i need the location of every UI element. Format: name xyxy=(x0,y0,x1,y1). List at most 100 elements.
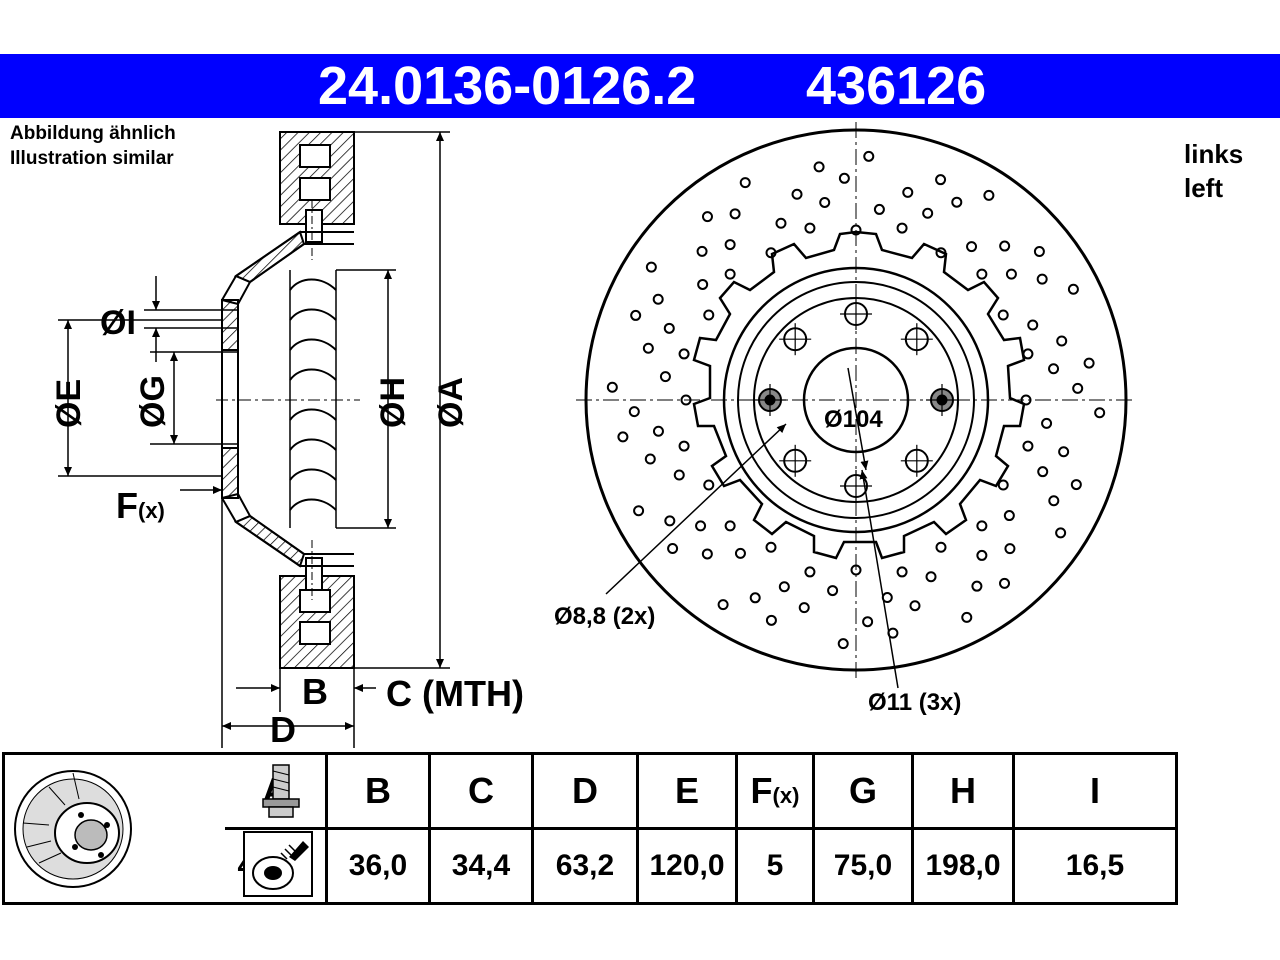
col-header-I: I xyxy=(1012,752,1178,830)
center-bore-label: Ø104 xyxy=(824,406,883,433)
drill-hole xyxy=(652,425,664,437)
front-view xyxy=(576,122,1136,680)
drill-hole xyxy=(644,453,656,465)
drill-hole xyxy=(1037,466,1049,478)
bolt-icon xyxy=(262,764,300,818)
drill-hole xyxy=(1036,273,1048,285)
drill-hole xyxy=(696,245,708,257)
drill-hole xyxy=(667,543,679,555)
technical-drawing: ØI ØE ØG ØH ØA F(x) B C (MTH) D Ø104 Ø8,… xyxy=(50,122,1136,750)
drill-hole xyxy=(673,469,685,481)
drill-hole xyxy=(701,211,713,223)
drill-hole xyxy=(798,602,810,614)
drill-hole xyxy=(729,208,741,220)
drill-hole xyxy=(999,577,1011,589)
large-holes-label: Ø11 (3x) xyxy=(868,689,961,716)
drill-hole xyxy=(633,505,645,517)
drill-hole xyxy=(1041,417,1053,429)
drill-hole xyxy=(724,520,736,532)
drill-hole xyxy=(645,261,657,273)
drill-hole xyxy=(896,222,908,234)
drill-hole xyxy=(961,611,973,623)
drill-hole xyxy=(617,431,629,443)
col-header-H: H xyxy=(911,752,1015,830)
drill-hole xyxy=(850,224,862,236)
drill-hole xyxy=(837,638,849,650)
drill-hole xyxy=(935,541,947,553)
dim-label-B: B xyxy=(302,671,328,712)
drill-hole xyxy=(909,600,921,612)
drill-hole xyxy=(680,394,692,406)
drill-hole xyxy=(734,547,746,559)
col-header-E: E xyxy=(636,752,738,830)
hat-castellation xyxy=(692,230,1026,560)
drill-hole xyxy=(775,217,787,229)
col-value-D: 63,2 xyxy=(531,827,639,905)
col-value-G: 75,0 xyxy=(812,827,914,905)
drill-hole xyxy=(976,520,988,532)
drill-hole xyxy=(678,440,690,452)
drill-hole xyxy=(1004,543,1016,555)
drill-hole xyxy=(1055,527,1067,539)
drill-hole xyxy=(838,172,850,184)
drill-hole xyxy=(642,342,654,354)
drill-hole xyxy=(697,278,709,290)
header-bar: 24.0136-0126.2 436126 xyxy=(0,54,1280,118)
drill-hole xyxy=(935,174,947,186)
drill-hole xyxy=(976,549,988,561)
dim-label-A: ØA xyxy=(432,377,470,428)
article-number: 24.0136-0126.2 xyxy=(318,56,697,116)
drill-hole xyxy=(862,616,874,628)
drill-hole xyxy=(659,371,671,383)
drill-hole xyxy=(1033,245,1045,257)
col-value-H: 198,0 xyxy=(911,827,1015,905)
drill-hole xyxy=(1005,268,1017,280)
drill-hole xyxy=(628,406,640,418)
drill-hole xyxy=(935,247,947,259)
hat-profile xyxy=(221,231,354,567)
drill-hole xyxy=(997,479,1009,491)
drill-hole xyxy=(1083,357,1095,369)
drill-hole xyxy=(678,348,690,360)
drill-hole xyxy=(695,520,707,532)
drill-hole xyxy=(703,479,715,491)
dim-label-F: F(x) xyxy=(116,485,165,526)
side-view-section xyxy=(216,131,360,669)
col-header-B: B xyxy=(325,752,431,830)
drill-hole xyxy=(873,203,885,215)
drill-hole xyxy=(850,564,862,576)
col-header-C: C xyxy=(428,752,534,830)
col-header-G: G xyxy=(812,752,914,830)
drill-hole xyxy=(902,186,914,198)
illustration-note-en: Illustration similar xyxy=(10,148,174,169)
drill-hole xyxy=(724,239,736,251)
col-header-D: D xyxy=(531,752,639,830)
drill-hole xyxy=(1022,348,1034,360)
drill-hole xyxy=(765,541,777,553)
col-header-F: F(x) xyxy=(735,752,815,830)
drill-hole xyxy=(997,309,1009,321)
drill-hole xyxy=(976,268,988,280)
dim-label-E: ØE xyxy=(50,379,88,428)
drill-hole xyxy=(1058,446,1070,458)
drill-hole xyxy=(749,592,761,604)
drill-hole xyxy=(813,161,825,173)
drill-hole xyxy=(1072,382,1084,394)
col-value-C: 34,4 xyxy=(428,827,534,905)
drill-hole xyxy=(739,177,751,189)
col-value-B: 36,0 xyxy=(325,827,431,905)
drill-hole xyxy=(1056,335,1068,347)
drill-hole xyxy=(652,293,664,305)
drill-hole xyxy=(1067,283,1079,295)
dim-label-G: ØG xyxy=(134,375,172,428)
side-note-en: left xyxy=(1184,173,1223,203)
drill-hole xyxy=(971,580,983,592)
drill-hole xyxy=(724,268,736,280)
drill-hole xyxy=(778,581,790,593)
side-note-de: links xyxy=(1184,139,1244,169)
drill-hole xyxy=(606,381,618,393)
drill-hole xyxy=(1094,407,1106,419)
drill-hole xyxy=(1020,394,1032,406)
drill-hole xyxy=(1070,479,1082,491)
dim-label-D: D xyxy=(270,709,296,750)
